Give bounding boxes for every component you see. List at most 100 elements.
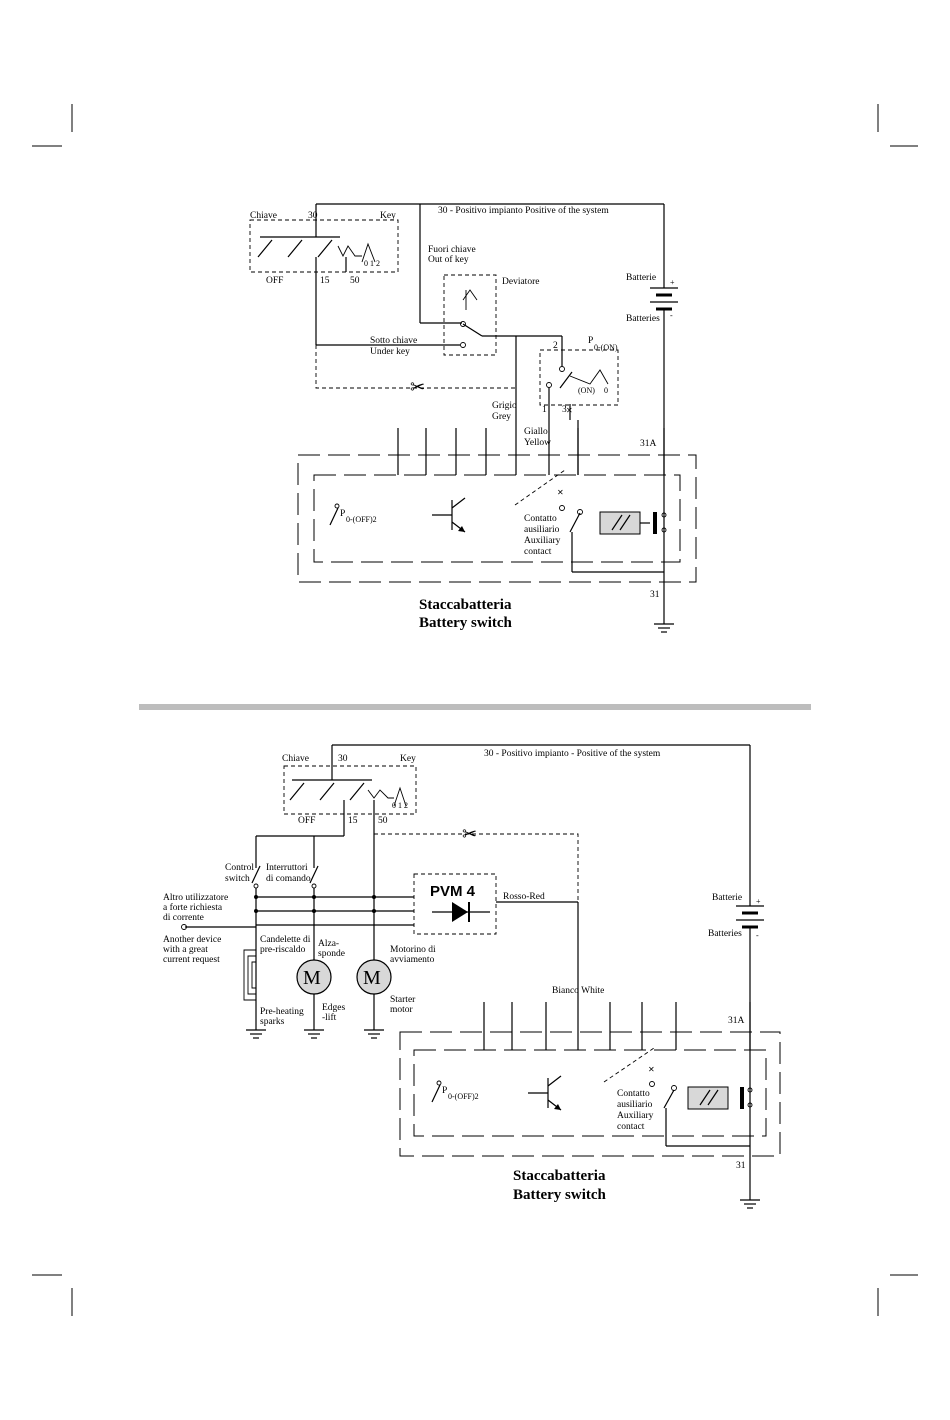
label2-candelette1: Candelette di [260,935,311,945]
key-switch-1 [249,204,399,345]
label-3: 3 [562,405,567,415]
label-p-on-sub: 0-(ON) [594,343,618,352]
label2-edges1: Edges [322,1003,346,1013]
label-30: 30 [308,211,318,221]
label-p-off-sub: 0-(OFF)2 [346,515,377,524]
label2-control: Control [225,863,254,873]
label-sotto-chiave: Sotto chiave [370,336,417,346]
label-giallo: Giallo [524,427,548,437]
label-zero: 0 [604,386,608,395]
motor-m-label-1: M [303,967,321,989]
starter-motor: M [356,959,392,995]
label2-ausiliario: ausiliario [617,1100,653,1110]
label2-plus: + [756,897,761,906]
label2-alza2: sponde [318,949,345,959]
label2-preheating2: sparks [260,1017,285,1027]
label2-another3: current request [163,955,220,965]
label-on: (ON) [578,386,595,395]
label-31: 31 [650,590,660,600]
label-auxiliary: Auxiliary [524,536,561,546]
pvm4-label: PVM 4 [430,883,476,900]
label2-batteries: Batteries [708,929,742,939]
label2-p-off-sub: 0-(OFF)2 [448,1092,479,1101]
label2-di-comando: di comando [266,874,311,884]
label-chiave: Chiave [250,211,277,221]
label2-motorino1: Motorino di [390,945,436,955]
label-2: 2 [553,341,558,351]
label-plus: + [670,278,675,287]
label2-31a: 31A [728,1016,745,1026]
label-deviatore: Deviatore [502,277,539,287]
label2-motorino2: avviamento [390,955,435,965]
diagram-1: ✂ ✕ [249,203,697,633]
label2-positive-system: 30 - Positivo impianto - Positive of the… [484,748,661,759]
svg-text:✕: ✕ [566,406,573,415]
section-divider [139,704,811,710]
motor-m-label-2: M [363,967,381,989]
scissors-icon: ✂ [410,377,425,397]
scissors-icon-2: ✂ [462,824,477,844]
label-p-off: P [340,509,345,519]
battery-switch-box-2: ✕ [399,1002,781,1157]
label2-altro3: di corrente [163,913,204,923]
label2-p-off: P [442,1086,447,1096]
preheating-sparks [243,949,256,1001]
battery-switch-box-1: ✕ [297,428,697,583]
label2-auxiliary: Auxiliary [617,1111,654,1121]
label-contact: contact [524,547,552,557]
label2-preheating1: Pre-heating [260,1007,304,1017]
label-off: OFF [266,276,283,286]
label2-another2: with a great [163,945,208,955]
svg-text:✕: ✕ [648,1065,655,1074]
crop-marks [32,104,918,1316]
label2-starter2: motor [390,1005,414,1015]
label-batteries: Batteries [626,314,660,324]
label2-switch: switch [225,874,250,884]
label2-contact: contact [617,1122,645,1132]
label-batterie: Batterie [626,273,656,283]
ground-1 [654,608,674,633]
label2-31: 31 [736,1161,746,1171]
label2-chiave: Chiave [282,754,309,764]
label2-batterie: Batterie [712,893,742,903]
title-battery-switch-2: Battery switch [513,1187,607,1203]
label-out-of-key: Out of key [428,254,469,265]
label-key: Key [380,211,396,221]
edges-lift-motor: M [296,959,332,995]
label-fuori-chiave: Fuori chiave [428,245,476,255]
svg-text:✕: ✕ [557,488,564,497]
label2-minus: - [756,931,759,940]
label2-contatto: Contatto [617,1089,650,1099]
label2-starter1: Starter [390,995,416,1005]
title-battery-switch-1: Battery switch [419,615,513,631]
label-yellow: Yellow [524,438,551,448]
label-contatto: Contatto [524,514,557,524]
label2-alza1: Alza- [318,939,339,949]
label2-30: 30 [338,754,348,764]
pvm4-module: PVM 4 [413,873,579,1050]
diagram-2: ✂ PVM 4 [163,744,781,1209]
ground-symbols-2 [246,1029,760,1209]
label2-15: 15 [348,816,358,826]
label2-key: Key [400,754,416,764]
label-grey: Grey [492,412,511,422]
label-31a: 31A [640,439,657,449]
label-p-on: P [588,336,593,346]
label2-altro1: Altro utilizzatore [163,893,228,903]
title-staccabatteria-1: Staccabatteria [419,597,512,613]
label-minus: - [670,311,673,320]
label2-rosso-red: Rosso-Red [503,892,545,902]
label2-50: 50 [378,816,388,826]
label-grigio: Grigio [492,401,517,411]
label2-another1: Another device [163,935,221,945]
label-1: 1 [542,405,547,415]
switch-p-on-1: ✕ [515,336,619,475]
label2-altro2: a forte richiesta [163,902,223,913]
title-staccabatteria-2: Staccabatteria [513,1168,606,1184]
label2-012: 0 1 2 [392,801,408,810]
label2-candelette2: pre-riscaldo [260,945,306,955]
label2-edges2: -lift [322,1012,337,1023]
label-positive-system: 30 - Positivo impianto Positive of the s… [438,205,609,216]
label-50: 50 [350,276,360,286]
